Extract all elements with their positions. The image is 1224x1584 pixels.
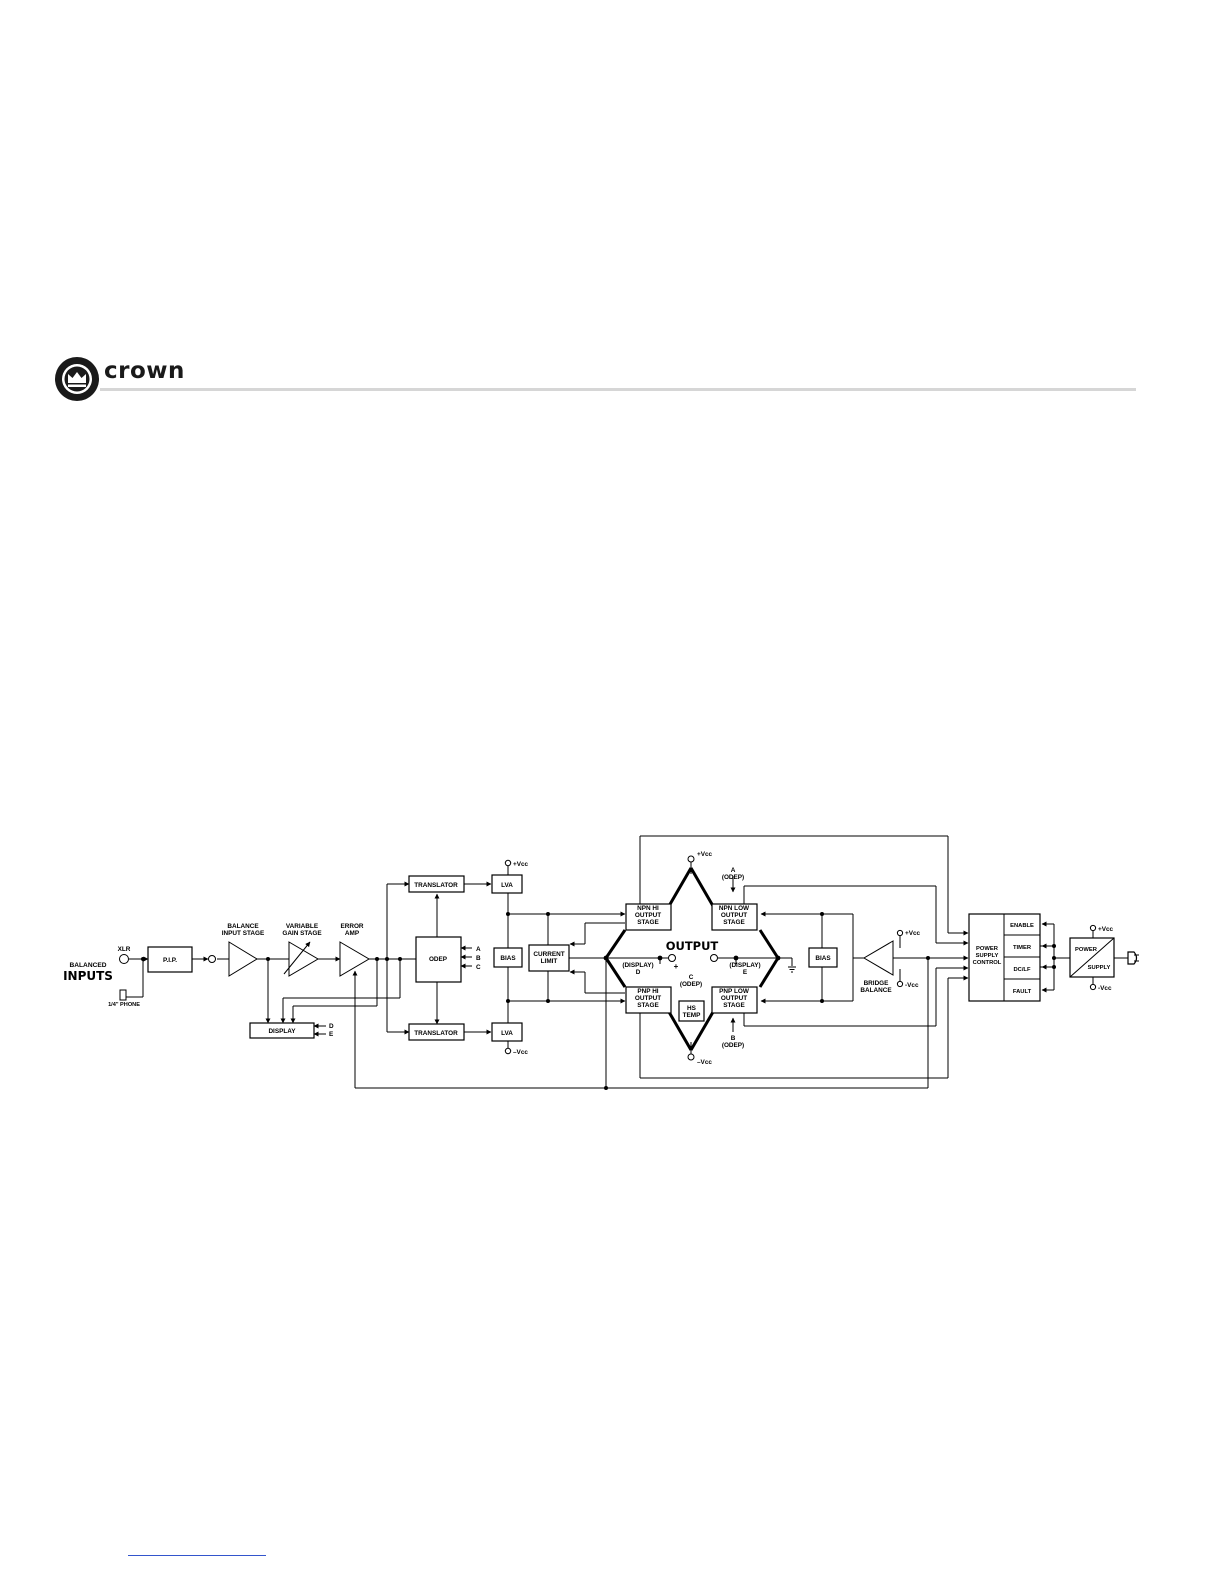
a-odep-label: A(ODEP): [722, 867, 744, 881]
phone-jack-icon: [119, 989, 130, 1001]
vcc-neg-terminal: [504, 1047, 512, 1055]
odep-box: [415, 936, 462, 983]
vcc-pos-terminal: [504, 859, 512, 867]
pnp-low-box: [711, 986, 758, 1014]
npn-low-box: [711, 903, 758, 931]
translator-bottom-box: [408, 1023, 465, 1041]
bridge-amp-vcc-neg: [896, 980, 904, 988]
output-plus-label: +: [674, 962, 679, 971]
hs-temp-box: [678, 1000, 705, 1022]
bridge-amp-vcc-neg-label: -Vcc: [905, 982, 919, 989]
bias-right-box: [808, 947, 838, 968]
b-odep-label: B(ODEP): [722, 1035, 744, 1049]
pnp-hi-box: [625, 986, 672, 1014]
current-limit-box: [528, 944, 570, 972]
page-header: crown: [0, 350, 1224, 410]
display-d-label: D: [329, 1023, 334, 1030]
lva-bottom-box: [491, 1022, 523, 1042]
timer-label: TIMER: [1013, 945, 1032, 951]
bridge-vcc-neg-label: –Vcc: [697, 1059, 712, 1066]
dc-lf-label: DC/LF: [1013, 967, 1031, 973]
bridge-balance-amp: [863, 940, 894, 976]
power-supply-bottom-label: SUPPLY: [1088, 965, 1111, 971]
display-e-inner-label: (DISPLAY)E: [729, 962, 760, 976]
output-minus-terminal: [710, 954, 718, 962]
supply-vcc-neg-label: -Vcc: [1098, 985, 1112, 992]
bridge-amp-vcc-pos-label: +Vcc: [905, 930, 921, 937]
balance-input-amp: [228, 941, 258, 977]
odep-a-label: A: [476, 946, 481, 953]
enable-label: ENABLE: [1010, 923, 1034, 929]
lva-top-label: LVA: [501, 882, 513, 889]
xlr-connector: [119, 954, 129, 964]
pip-box: [147, 946, 193, 973]
phone-label: 1/4" PHONE: [108, 1002, 140, 1008]
fault-label: FAULT: [1013, 989, 1032, 995]
header-rule: [100, 388, 1136, 391]
vcc-pos-label: +Vcc: [513, 861, 529, 868]
crown-icon: [55, 357, 99, 401]
bridge-vcc-neg-terminal: [687, 1053, 695, 1061]
variable-gain-amp: [288, 941, 319, 977]
bridge-vcc-pos-label: +Vcc: [697, 851, 713, 858]
lva-top-box: [491, 874, 523, 894]
npn-hi-box: [625, 903, 672, 931]
supply-vcc-pos-label: +Vcc: [1098, 926, 1114, 933]
balanced-label: BALANCED: [70, 962, 107, 969]
display-d-inner-label: (DISPLAY)D: [622, 962, 653, 976]
display-label: DISPLAY: [268, 1028, 296, 1035]
brand-name: crown: [104, 358, 185, 384]
bridge-vcc-pos-terminal: [687, 855, 695, 863]
bridge-amp-vcc-pos: [896, 929, 904, 937]
supply-vcc-neg: [1089, 983, 1097, 991]
pip-label: P.I.P.: [163, 957, 177, 964]
xlr-label: XLR: [118, 946, 131, 953]
display-box: [249, 1022, 315, 1039]
supply-vcc-pos: [1089, 924, 1097, 932]
block-diagram: BALANCED INPUTS XLR 1/4" PHONE P.I.P. BA…: [63, 835, 1139, 1090]
bias-left-label: BIAS: [500, 955, 516, 962]
translator-top-box: [408, 875, 465, 893]
summing-node: [208, 955, 216, 963]
display-e-label: E: [329, 1031, 334, 1038]
power-supply-top-label: POWER: [1075, 947, 1098, 953]
translator-top-label: TRANSLATOR: [414, 882, 458, 889]
ac-plug-icon: [1127, 951, 1138, 965]
inputs-title: INPUTS: [63, 969, 113, 983]
bias-right-label: BIAS: [815, 955, 831, 962]
error-amp: [339, 941, 370, 977]
odep-c-label: C: [476, 964, 481, 971]
odep-label: ODEP: [429, 956, 448, 963]
output-plus-terminal: [668, 954, 676, 962]
vcc-neg-label: –Vcc: [513, 1049, 528, 1056]
c-odep-label: C(ODEP): [680, 974, 702, 988]
odep-b-label: B: [476, 955, 481, 962]
output-bridge: [604, 867, 780, 1051]
output-title: OUTPUT: [666, 939, 719, 953]
footer-link-underline: [128, 1555, 266, 1556]
lva-bottom-label: LVA: [501, 1030, 513, 1037]
bias-left-box: [493, 947, 523, 968]
translator-bottom-label: TRANSLATOR: [414, 1030, 458, 1037]
